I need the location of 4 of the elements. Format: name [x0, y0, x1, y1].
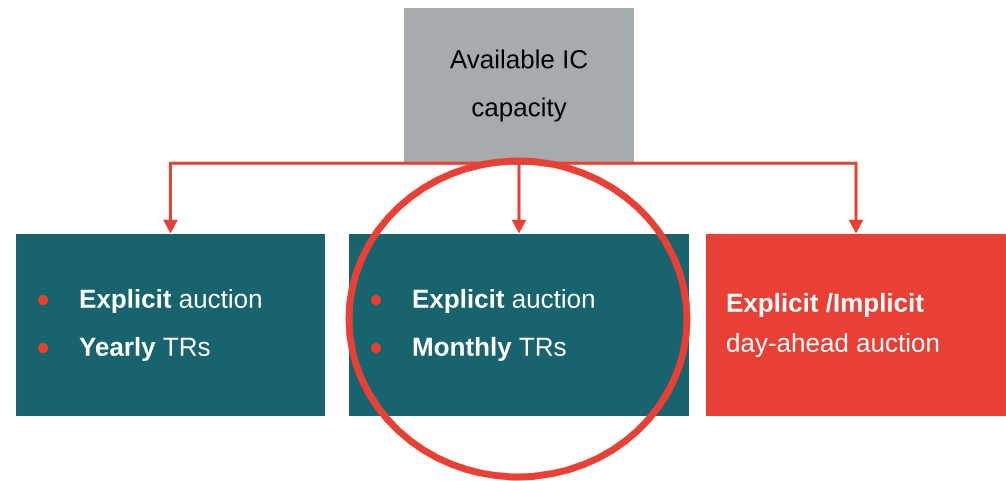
auction-box: Explicit auction Yearly TRs — [16, 234, 325, 416]
auction-box: Explicit auction Monthly TRs — [349, 234, 689, 416]
capacity-box: Available IC capacity — [404, 8, 634, 163]
auction-box: Explicit /Implicit day-ahead auction — [706, 234, 1006, 416]
